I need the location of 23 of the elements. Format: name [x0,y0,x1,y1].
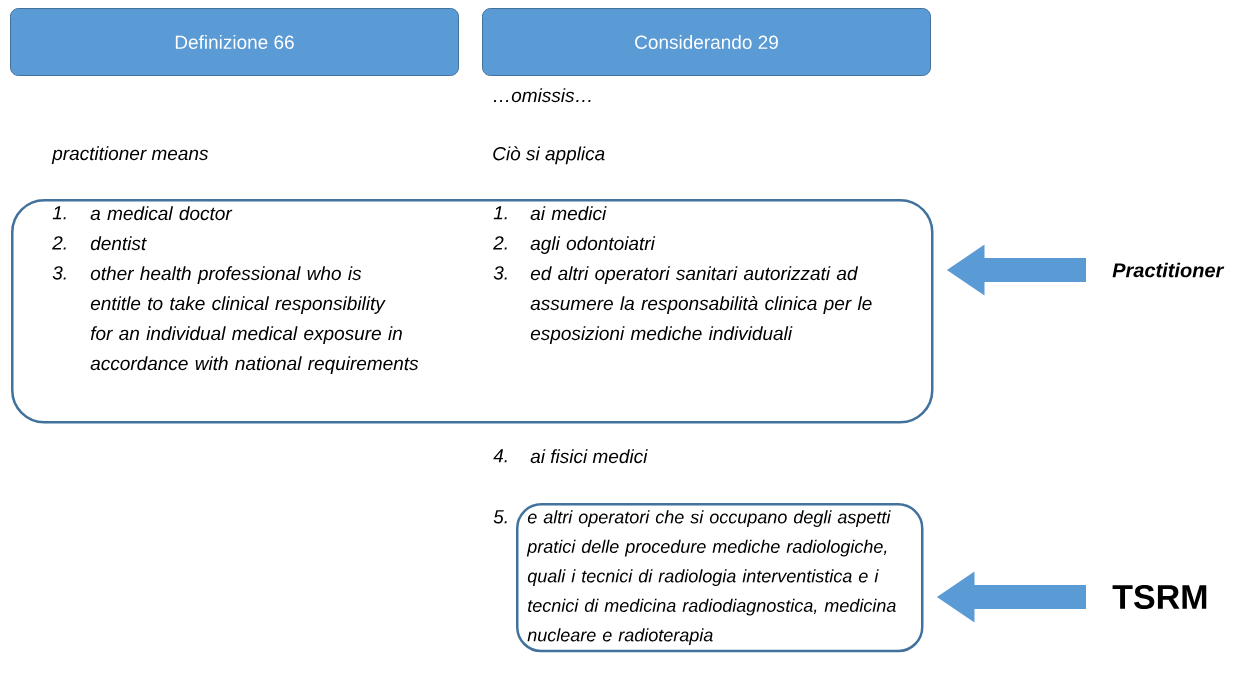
list-item: other health professional who is entitle to take clinical responsibility for an individual medical exposure in accordance with national requirements [90,266,419,374]
list-number: 3. [52,266,66,280]
list-item: ai medici [530,206,607,221]
header-box: Definizione 66 [10,8,459,76]
list-item: dentist [90,236,147,251]
list-item: a medical doctor [90,206,233,221]
list-number: 5. [493,510,507,524]
list-item: agli odontoiatri [530,236,656,254]
heading-text: Ciò si applica [493,146,605,165]
list-number: 1. [52,206,66,220]
list-number: 2. [493,236,507,250]
heading-text: practitioner means [51,146,209,164]
list-number: 4. [493,449,507,463]
list-number: 1. [493,206,507,220]
side-label: Practitioner [1112,262,1225,278]
list-number: 2. [52,236,66,250]
rounded-box: e altri operatori che si occupano degli aspetti pratici delle procedure mediche radiologiche, quali i tecnici di radiologia interventistica e i tecnici di medicina radiodiagnostica, medicina nucleare e radioterapia [516,503,924,653]
list-item: ai fisici medici [530,449,648,464]
side-label: TSRM [1112,584,1207,610]
header-box: Considerando 29 [482,8,931,76]
note: …omissis… [493,88,591,103]
list-number: 3. [493,266,507,280]
list-item: ed altri operatori sanitari autorizzati ad assumere la responsabilità clinica per le esposizioni mediche individuali [530,266,872,344]
